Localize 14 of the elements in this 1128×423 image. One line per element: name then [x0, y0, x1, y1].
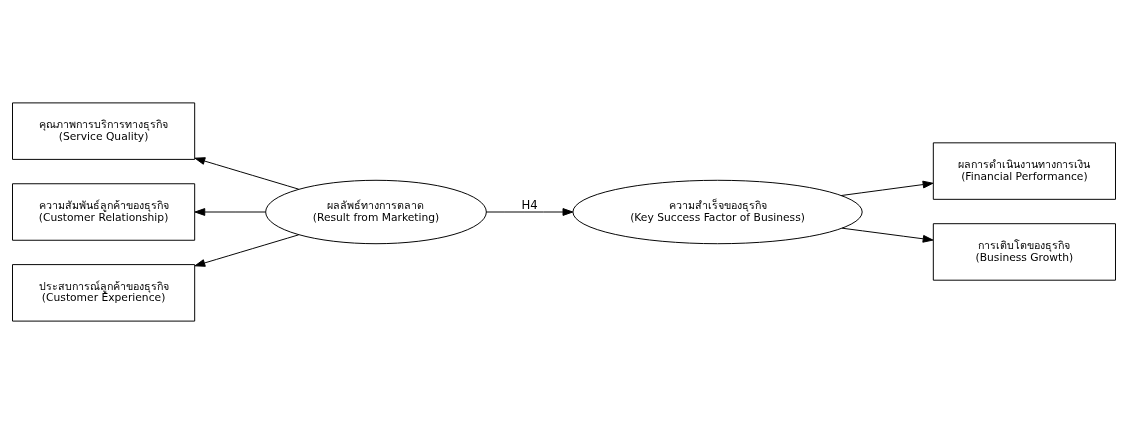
- node-box: คุณภาพการบริการทางธุรกิจ (Service Quality): [12, 101, 196, 160]
- arrow: [841, 227, 934, 243]
- arrow: [485, 207, 574, 216]
- node-ellipse: ผลลัพธ์ทางการตลาด (Result from Marketing): [265, 179, 487, 244]
- node-box: ความสัมพันธ์ลูกค้าของธุรกิจ (Customer Relationship): [12, 182, 196, 241]
- arrow: [194, 156, 300, 190]
- edge-label: H4: [521, 197, 538, 212]
- node-box: ประสบการณ์ลูกค้าของธุรกิจ (Customer Experience): [12, 263, 196, 322]
- node-box: ผลการดำเนินงานทางการเงิน (Financial Performance): [932, 141, 1116, 200]
- arrow: [840, 180, 934, 196]
- node-box: การเติบโตของธุรกิจ (Business Growth): [932, 222, 1116, 281]
- arrow: [194, 233, 300, 267]
- arrow: [194, 207, 266, 216]
- node-ellipse: ความสำเร็จของธุรกิจ (Key Success Factor of Business): [572, 179, 863, 244]
